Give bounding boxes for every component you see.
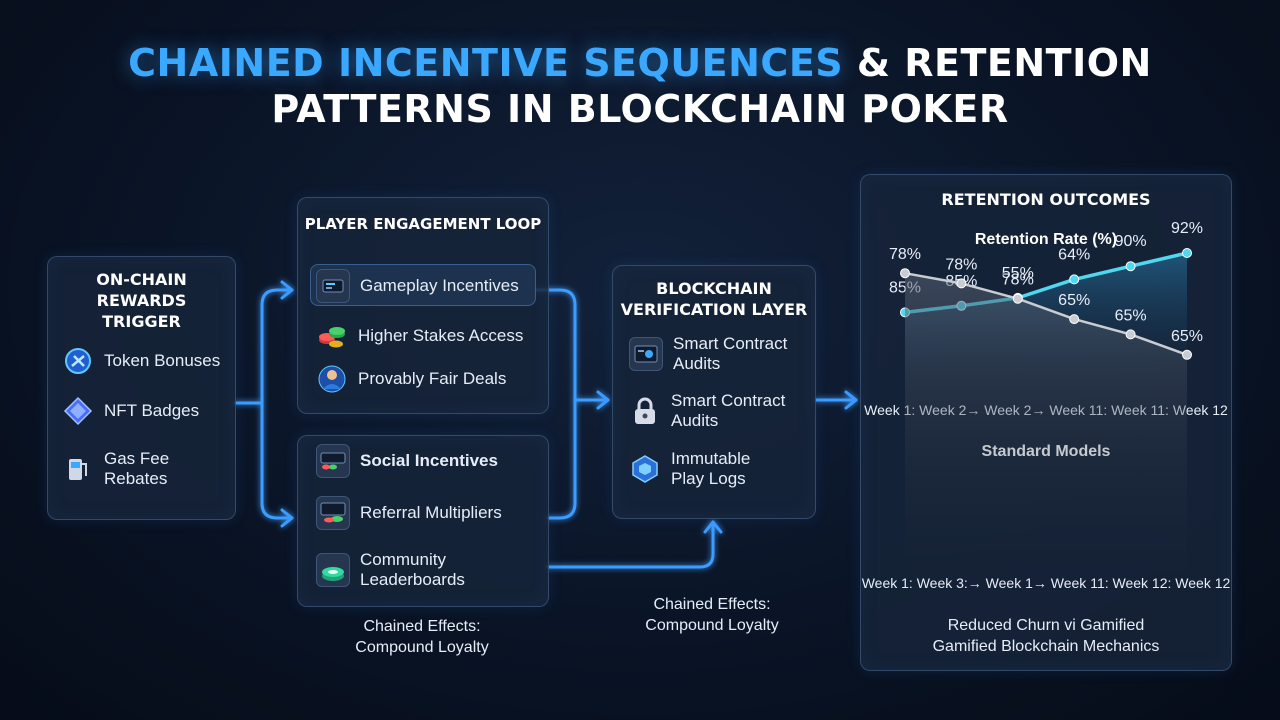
fuel-pump-icon	[62, 453, 94, 485]
series-line	[904, 271, 1188, 356]
arrow-to-verification	[596, 390, 610, 410]
token-icon	[62, 345, 94, 377]
loop-item-higher-stakes: Higher Stakes Access	[316, 320, 523, 352]
arrow-to-social	[280, 508, 294, 528]
caption-middle: Chained Effects: Compound Loyalty	[645, 596, 779, 634]
caption-left: Chained Effects: Compound Loyalty	[355, 618, 489, 656]
data-point	[956, 278, 967, 289]
connector-split-to-loop	[260, 288, 294, 405]
engagement-loop-panel: PLAYER ENGAGEMENT LOOP Gameplay Incentiv…	[297, 197, 549, 414]
page-title: CHAINED INCENTIVE SEQUENCES & RETENTION …	[0, 40, 1280, 132]
rewards-trigger-title: ON-CHAIN REWARDS TRIGGER	[96, 270, 187, 331]
referral-icon	[316, 496, 350, 530]
social-incentives-header: Social Incentives	[316, 444, 498, 478]
retention-outcomes-panel: RETENTION OUTCOMES Retention Rate (%)85%…	[860, 174, 1232, 671]
leaderboards-label: Community Leaderboards	[360, 550, 465, 589]
data-label: 55%	[1002, 265, 1034, 282]
reward-item-token-bonuses: Token Bonuses	[62, 345, 220, 377]
data-label: 65%	[1058, 292, 1090, 309]
loop-item-gameplay-incentives[interactable]: Gameplay Incentives	[316, 269, 519, 303]
title-accent: CHAINED INCENTIVE SEQUENCES	[128, 41, 844, 85]
data-point	[1069, 314, 1080, 325]
data-label: 65%	[1171, 328, 1203, 345]
caption-right: Reduced Churn vi Gamified Gamified Block…	[932, 617, 1160, 655]
data-label: 78%	[1002, 272, 1034, 289]
data-label: 78%	[889, 246, 921, 263]
title-line-2: PATTERNS IN BLOCKCHAIN POKER	[271, 87, 1009, 131]
verification-item-audits-1: Smart Contract Audits	[629, 334, 787, 374]
verification-item-play-logs: Immutable Play Logs	[629, 449, 750, 489]
social-item-referral: Referral Multipliers	[316, 496, 502, 530]
data-point	[1069, 274, 1080, 285]
retention-charts: Retention Rate (%)85%85%55%64%90%92%Week…	[862, 220, 1231, 591]
audits-1-label: Smart Contract Audits	[673, 334, 788, 373]
data-label: 64%	[1058, 246, 1090, 263]
data-label: 90%	[1115, 233, 1147, 250]
poker-chips-icon	[316, 320, 348, 352]
arrow-to-outcomes	[844, 390, 858, 410]
arrow-to-loop	[280, 280, 294, 300]
loop-item-provably-fair: Provably Fair Deals	[316, 363, 506, 395]
cube-network-icon	[629, 453, 661, 485]
reward-item-nft-badges: NFT Badges	[62, 395, 199, 427]
player-icon	[316, 363, 348, 395]
rewards-trigger-panel: ON-CHAIN REWARDS TRIGGER Token Bonuses N…	[47, 256, 236, 520]
data-point	[1182, 248, 1192, 258]
connector-split-to-social	[260, 401, 294, 520]
reward-item-gas-fee-rebates: Gas Fee Rebates	[62, 449, 169, 489]
data-point	[1012, 293, 1023, 304]
connector-social-out	[546, 398, 577, 520]
poker-table-icon	[316, 444, 350, 478]
title-rest: & RETENTION	[856, 41, 1152, 85]
arrow-up-to-verification	[703, 520, 723, 534]
social-incentives-panel: Social Incentives Referral Multipliers C…	[297, 435, 549, 607]
verification-layer-panel: BLOCKCHAIN VERIFICATION LAYER Smart Cont…	[612, 265, 816, 519]
standard-models-chart: Standard Models78%78%78%65%65%65%Week 1:…	[862, 246, 1231, 591]
social-item-leaderboards: Community Leaderboards	[316, 550, 465, 590]
engagement-loop-title: PLAYER ENGAGEMENT LOOP	[304, 215, 542, 233]
data-label: 92%	[1171, 220, 1203, 237]
x-axis-labels: Week 1: Week 3:→ Week 1→ Week 11: Week 1…	[862, 575, 1231, 591]
series-area	[905, 273, 1187, 571]
dashboard-icon	[316, 269, 350, 303]
chart-title: Retention Rate (%)	[975, 231, 1117, 248]
verification-item-audits-2: Smart Contract Audits	[629, 391, 785, 431]
play-logs-label: Immutable Play Logs	[671, 449, 751, 488]
contract-icon	[629, 337, 663, 371]
data-point	[900, 268, 910, 279]
verification-layer-title: BLOCKCHAIN VERIFICATION LAYER	[620, 279, 808, 319]
data-label: 78%	[945, 256, 977, 273]
diamond-icon	[62, 395, 94, 427]
gas-fee-label: Gas Fee Rebates	[104, 449, 170, 488]
data-point	[1125, 261, 1136, 272]
audits-2-label: Smart Contract Audits	[671, 391, 786, 430]
data-label: 65%	[1115, 307, 1147, 324]
retention-outcomes-title: RETENTION OUTCOMES	[941, 190, 1151, 209]
data-point	[1182, 349, 1192, 360]
lock-icon	[629, 395, 661, 427]
data-point	[1125, 329, 1136, 340]
connector-social-to-verification-bottom	[546, 520, 715, 569]
leaderboard-chips-icon	[316, 553, 350, 587]
